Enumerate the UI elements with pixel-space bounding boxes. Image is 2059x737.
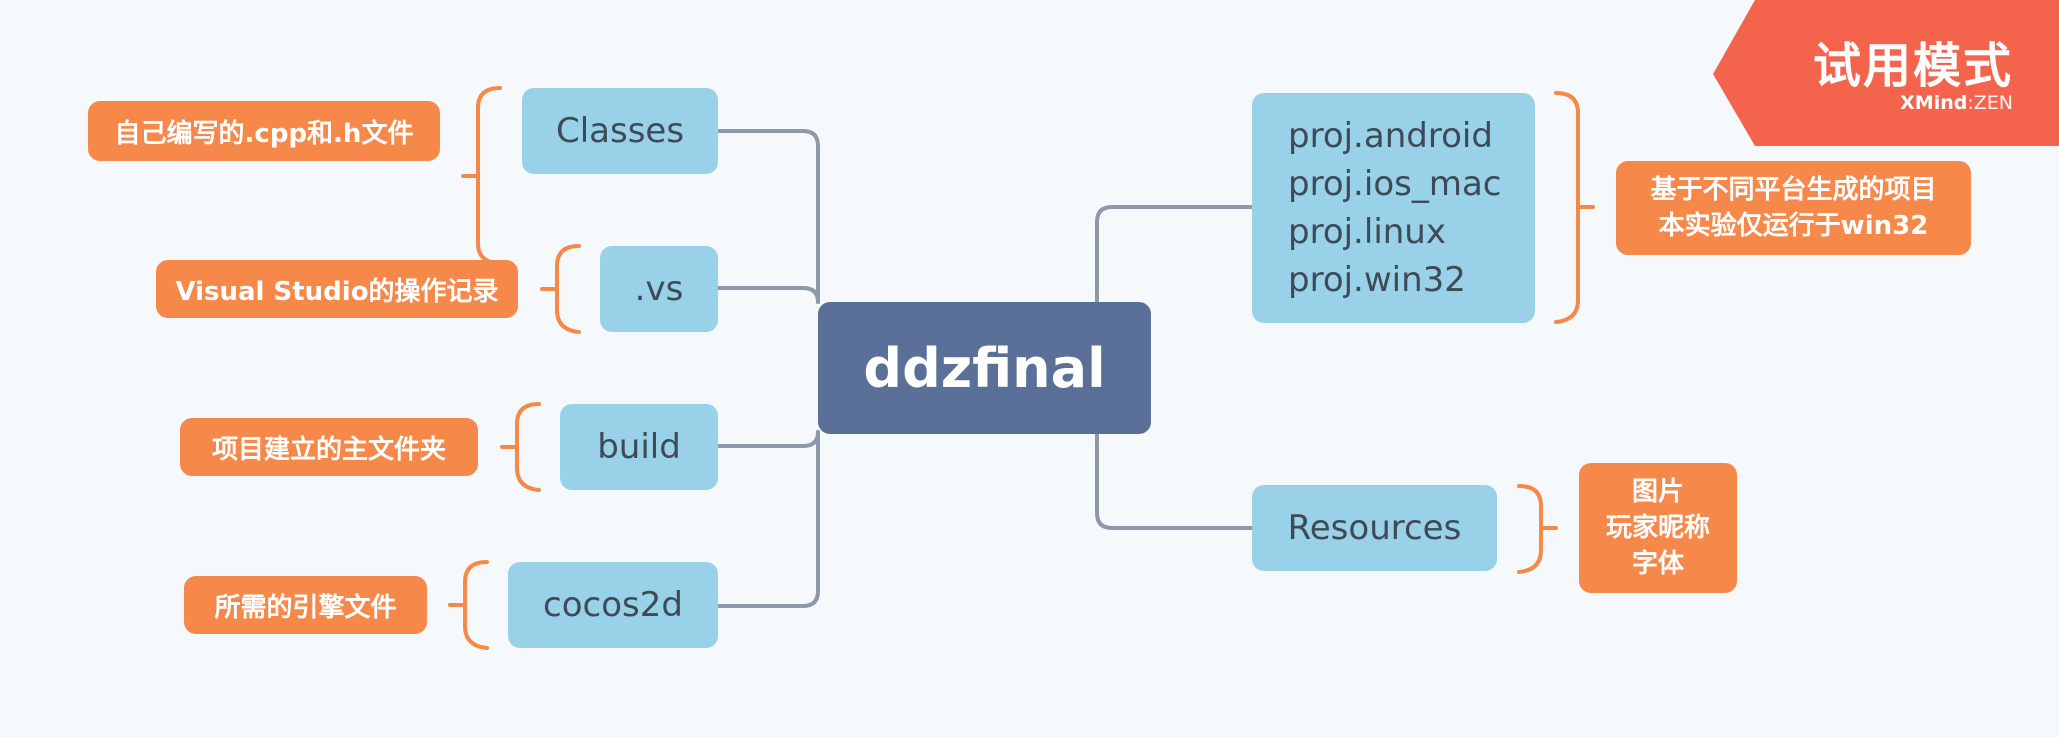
topic-proj-platforms[interactable]: proj.android proj.ios_mac proj.linux pro…: [1252, 93, 1535, 323]
note-label: 所需的引擎文件: [214, 592, 397, 623]
topic-line: proj.android: [1288, 116, 1493, 156]
bracket-resources: [1517, 484, 1558, 574]
topic-label: Resources: [1287, 508, 1462, 548]
bracket-cocos2d: [448, 560, 489, 650]
badge-edition: ZEN: [1973, 92, 2013, 114]
connector-resources: [1095, 430, 1254, 530]
note-label: 自己编写的.cpp和.h文件: [114, 118, 414, 149]
topic-label: .vs: [634, 269, 684, 309]
bracket-proj: [1554, 91, 1595, 324]
topic-label: Classes: [555, 111, 685, 151]
connector-build: [716, 430, 820, 448]
connector-classes: [716, 129, 820, 304]
badge-brand: XMind: [1900, 92, 1968, 114]
note-line: 玩家昵称: [1605, 513, 1710, 543]
topic-line: proj.win32: [1288, 260, 1466, 300]
note-cocos2d[interactable]: 所需的引擎文件: [184, 576, 427, 634]
note-build[interactable]: 项目建立的主文件夹: [180, 418, 478, 476]
topic-vs[interactable]: .vs: [600, 246, 718, 332]
note-label: Visual Studio的操作记录: [175, 276, 499, 307]
topic-resources[interactable]: Resources: [1252, 485, 1497, 571]
topic-cocos2d[interactable]: cocos2d: [508, 562, 718, 648]
note-line: 字体: [1631, 549, 1684, 579]
topic-label: build: [597, 427, 681, 467]
note-vs[interactable]: Visual Studio的操作记录: [156, 260, 518, 318]
badge-brand-line: XMind:ZEN: [1900, 92, 2013, 114]
badge-shape: [1713, 0, 2059, 146]
topic-classes[interactable]: Classes: [522, 88, 718, 174]
topic-label: cocos2d: [543, 585, 683, 625]
topic-line: proj.ios_mac: [1288, 164, 1502, 204]
note-resources[interactable]: 图片 玩家昵称 字体: [1579, 463, 1737, 593]
connector-proj: [1095, 205, 1254, 304]
central-topic-label: ddzfinal: [863, 336, 1106, 400]
note-line: 图片: [1631, 477, 1684, 507]
bracket-build: [500, 402, 541, 492]
connector-cocos2d: [716, 430, 820, 608]
note-label: 项目建立的主文件夹: [211, 434, 446, 465]
bracket-vs: [540, 244, 581, 334]
central-topic[interactable]: ddzfinal: [818, 302, 1151, 434]
note-line: 本实验仅运行于win32: [1658, 211, 1929, 241]
note-classes[interactable]: 自己编写的.cpp和.h文件: [88, 101, 440, 161]
badge-title: 试用模式: [1812, 38, 2013, 94]
badge-separator: :: [1967, 92, 1974, 114]
note-proj-platforms[interactable]: 基于不同平台生成的项目 本实验仅运行于win32: [1616, 161, 1971, 255]
note-line: 基于不同平台生成的项目: [1650, 175, 1937, 205]
topic-line: proj.linux: [1288, 212, 1446, 252]
bracket-classes: [461, 86, 502, 266]
connector-vs: [716, 286, 820, 304]
topic-build[interactable]: build: [560, 404, 718, 490]
trial-mode-badge[interactable]: 试用模式 XMind:ZEN: [1713, 0, 2059, 146]
